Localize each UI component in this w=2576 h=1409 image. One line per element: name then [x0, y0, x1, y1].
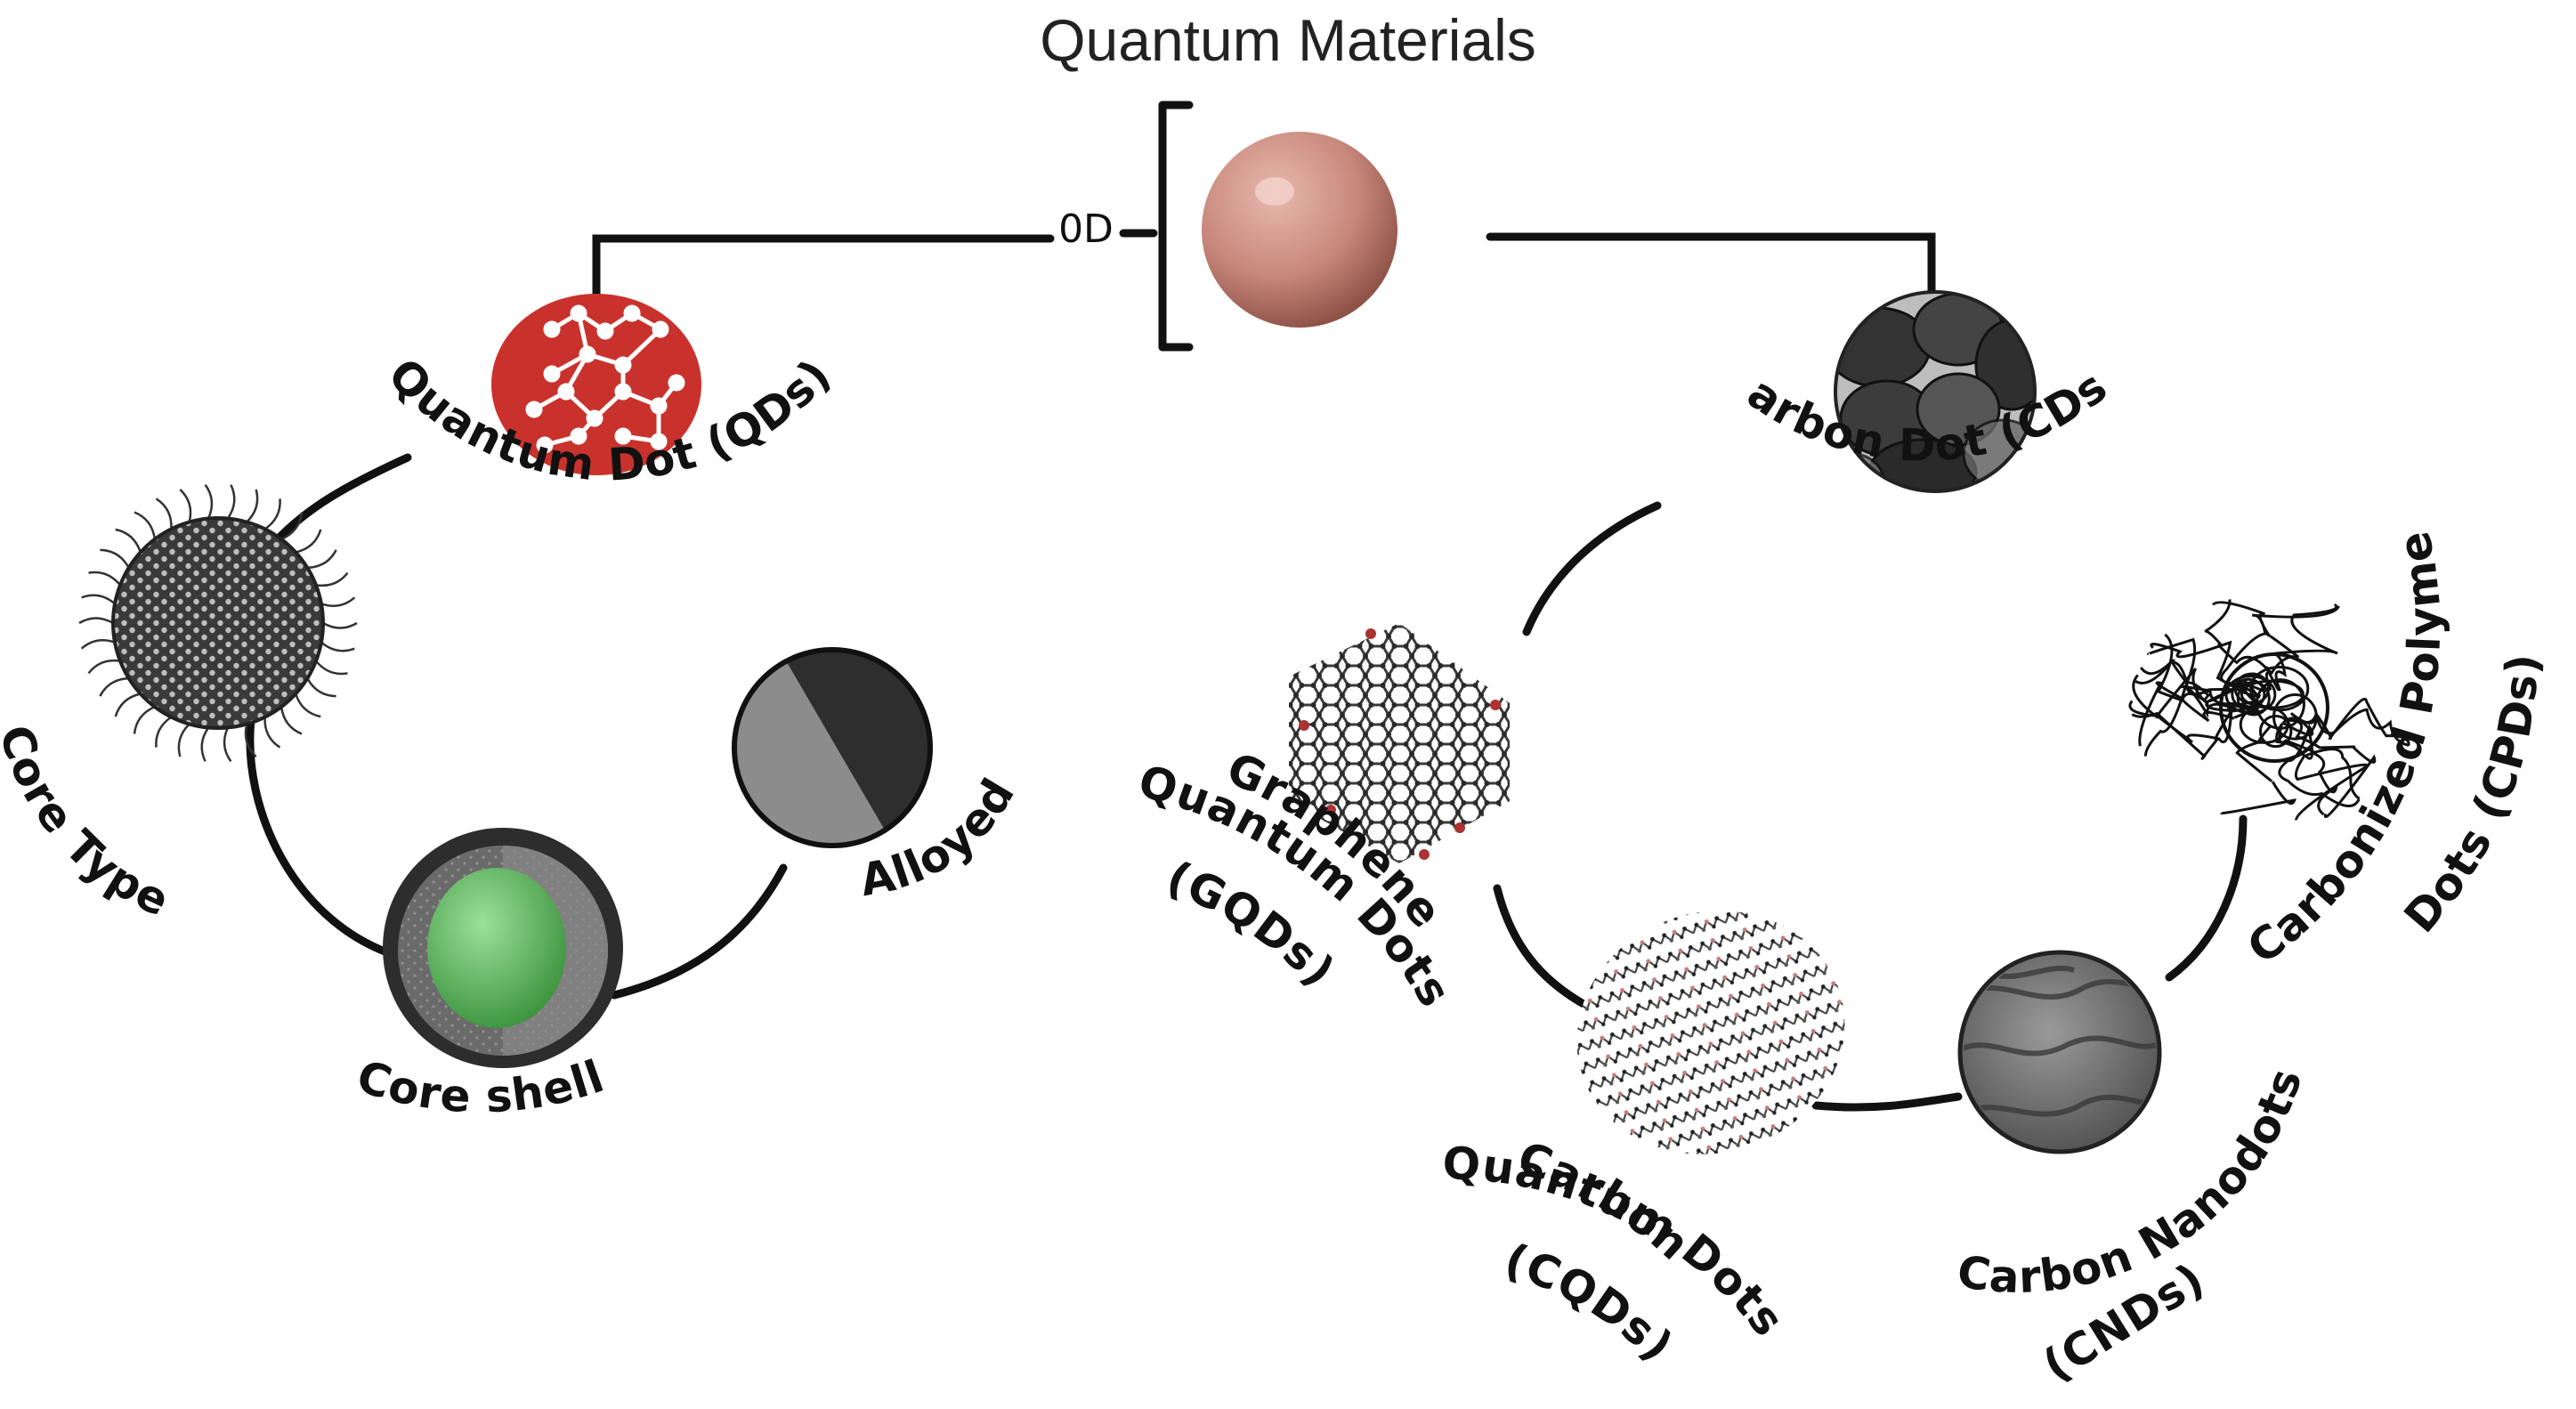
carbon-dot-icon: [1834, 290, 2037, 493]
carbon-nanodot-icon: [1957, 950, 2162, 1154]
connector-lines: [246, 101, 2248, 1112]
core-shell-icon: [383, 828, 623, 1068]
alloyed-icon: [732, 647, 933, 848]
sphere-icon: [1202, 132, 1397, 328]
core-type-label: Core Type: [0, 719, 177, 927]
polymer-dot-icon: [2128, 599, 2410, 821]
dimension-label: 0D: [1058, 206, 1114, 252]
core-type-icon: [78, 483, 358, 763]
diagram-title: Quantum Materials: [1040, 7, 1536, 73]
quantum-dot-icon: [491, 294, 701, 475]
